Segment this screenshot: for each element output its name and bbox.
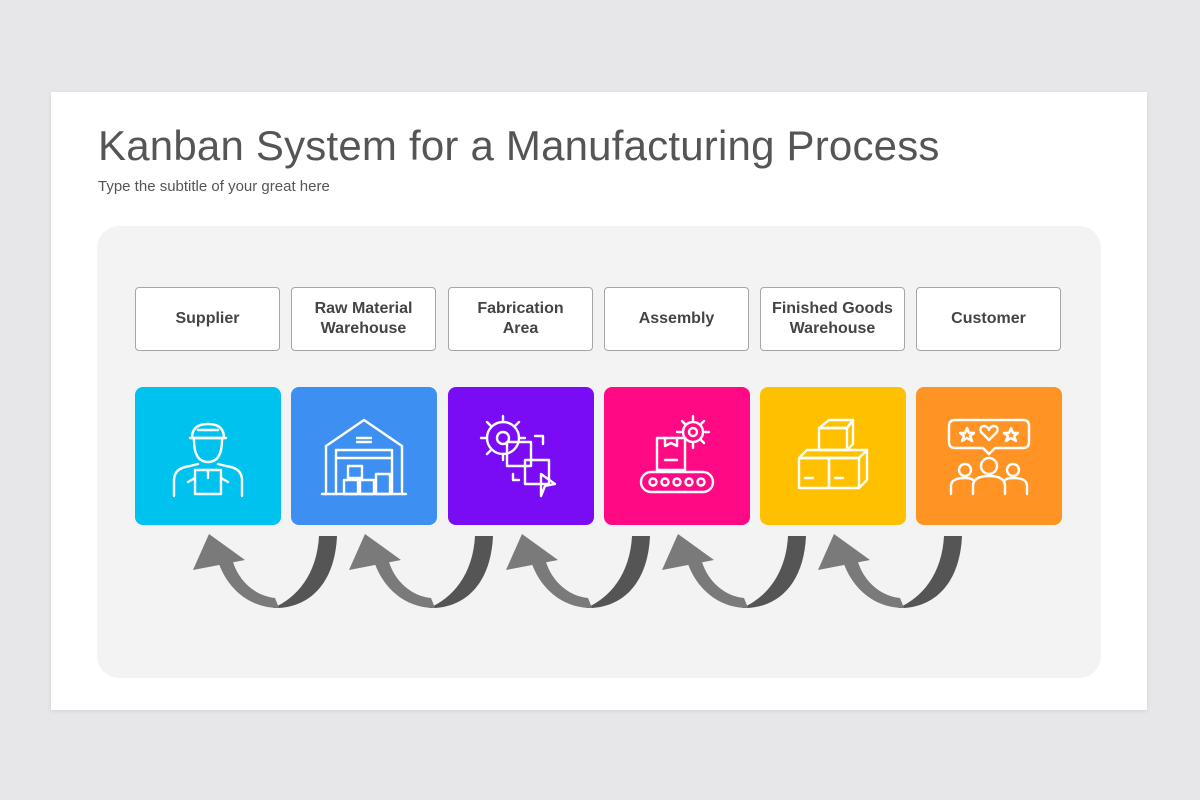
- page-subtitle: Type the subtitle of your great here: [98, 178, 330, 195]
- stage-tile-fabrication-area: [448, 387, 594, 525]
- stage-label-customer: Customer: [916, 287, 1061, 351]
- stage-tile-customer: [916, 387, 1062, 525]
- slide: Kanban System for a Manufacturing Proces…: [51, 92, 1147, 710]
- stage-tile-supplier: [135, 387, 281, 525]
- warehouse-icon: [320, 418, 408, 496]
- return-arrow-3: [506, 534, 650, 608]
- stacked-boxes-icon: [797, 418, 869, 490]
- stage-label-supplier: Supplier: [135, 287, 280, 351]
- fabrication-gear-icon: [479, 414, 557, 498]
- stage-tile-finished-goods-warehouse: [760, 387, 906, 525]
- process-panel: Supplier Raw Material Warehouse Fabricat…: [97, 226, 1101, 678]
- stage-label-raw-material-warehouse: Raw Material Warehouse: [291, 287, 436, 351]
- stage-label-finished-goods-warehouse: Finished Goods Warehouse: [760, 287, 905, 351]
- stage-label-fabrication-area: Fabrication Area: [448, 287, 593, 351]
- page-title: Kanban System for a Manufacturing Proces…: [98, 122, 940, 169]
- stage-tile-assembly: [604, 387, 750, 525]
- kanban-return-arrows: [193, 534, 962, 608]
- return-arrow-2: [349, 534, 493, 608]
- return-arrow-5: [818, 534, 962, 608]
- conveyor-belt-icon: [639, 414, 715, 494]
- stage-label-assembly: Assembly: [604, 287, 749, 351]
- return-arrow-1: [193, 534, 337, 608]
- delivery-worker-icon: [172, 422, 244, 498]
- stage-tile-raw-material-warehouse: [291, 387, 437, 525]
- customer-feedback-icon: [947, 418, 1031, 496]
- return-arrow-4: [662, 534, 806, 608]
